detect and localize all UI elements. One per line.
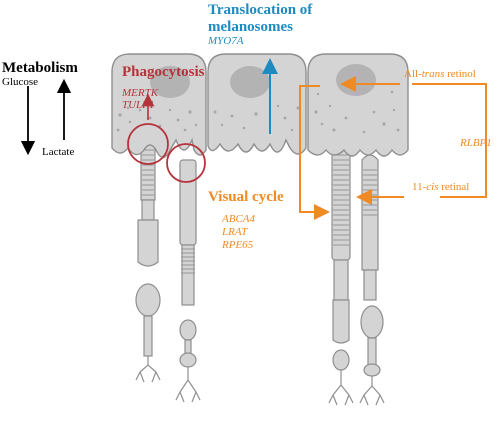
visual-cycle-gene-1: ABCA4: [221, 213, 255, 225]
circle-highlight-icon: [127, 123, 169, 165]
all-trans-retinol-label: All-trans retinol: [404, 68, 476, 80]
phagocytosis-highlights: [127, 123, 206, 183]
visual-cycle-title: Visual cycle: [208, 189, 284, 205]
photoreceptor-rod-right: [328, 144, 354, 406]
cis-retinal-label: 11-cis retinal: [412, 181, 469, 193]
translocation-title-line2: melanosomes: [208, 19, 293, 35]
visual-cycle-arrow-loop: [299, 85, 330, 220]
nucleus-middle: [230, 66, 270, 98]
translocation-gene: MYO7A: [207, 35, 244, 47]
visual-cycle-gene-3: RPE65: [221, 239, 254, 251]
metabolism-title: Metabolism: [2, 60, 78, 76]
phagocytosis-gene-2: TULP1: [122, 99, 154, 111]
melanosome-dots: [116, 90, 400, 134]
metabolism-glucose: Glucose: [2, 76, 38, 88]
metabolism-lactate: Lactate: [42, 146, 74, 158]
translocation-title-line1: Translocation of: [208, 2, 313, 18]
disc-stack-rod-left: [181, 244, 195, 274]
phagocytosis-title: Phagocytosis: [122, 64, 205, 80]
photoreceptors: [135, 123, 385, 406]
nucleus-left: [150, 66, 190, 98]
photoreceptor-rod-left: [175, 159, 201, 403]
nucleus-right: [336, 64, 376, 96]
visual-cycle-arrows: [299, 76, 487, 220]
phagocytosis-gene-1: MERTK: [121, 87, 159, 99]
visual-cycle-arrow-rlbp1: [412, 83, 487, 198]
circle-highlight-icon: [166, 143, 206, 183]
visual-cycle-gene-2: LRAT: [221, 226, 248, 238]
rlbp1-label: RLBP1: [459, 137, 492, 149]
photoreceptor-cone-right: [359, 154, 385, 406]
photoreceptor-cone-left: [135, 123, 161, 383]
